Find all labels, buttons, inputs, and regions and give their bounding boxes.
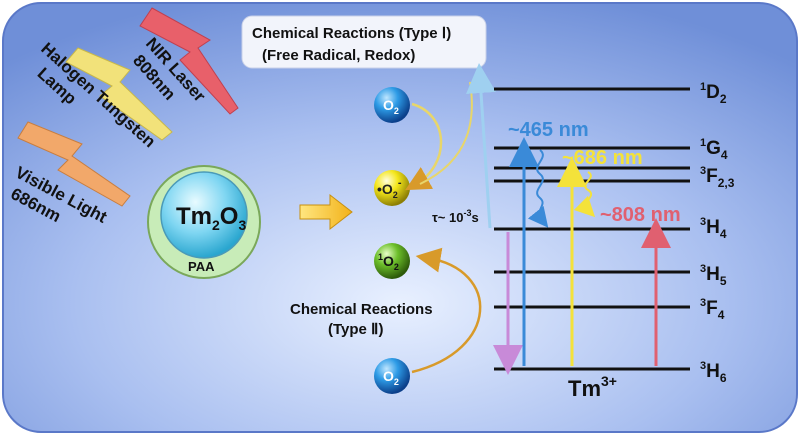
o2-to-superoxide-arrow bbox=[405, 102, 443, 191]
tm2o3-core bbox=[160, 171, 248, 259]
label-686nm: ~686 nm bbox=[562, 147, 643, 169]
superoxide-label: •O2- bbox=[377, 177, 402, 200]
relax-wavy-yellow bbox=[573, 171, 596, 218]
level-1d2-label: 1D2 bbox=[700, 81, 727, 106]
level-3h6-label: 3H6 bbox=[700, 360, 727, 385]
type1-line1: Chemical Reactions (Type Ⅰ) bbox=[252, 25, 451, 42]
process-arrow-icon bbox=[299, 193, 353, 231]
paa-label: PAA bbox=[188, 259, 215, 274]
type1-label-box bbox=[241, 15, 487, 69]
o2-bottom-label: O2 bbox=[383, 368, 399, 387]
lifetime-label: τ~ 10-3s bbox=[432, 208, 479, 225]
o2-to-singlet-arrow bbox=[411, 247, 482, 374]
relax-wavy-blue bbox=[527, 149, 549, 228]
tm3-ion-label: Tm3+ bbox=[568, 373, 617, 401]
singlet-oxygen-ball bbox=[374, 243, 410, 279]
level-3f23-label: 3F2,3 bbox=[700, 165, 735, 190]
level-3h4-label: 3H4 bbox=[700, 216, 727, 241]
type2-line1: Chemical Reactions bbox=[290, 301, 433, 318]
type1-transfer-arrow bbox=[466, 63, 496, 229]
type2-line2: (Type Ⅱ) bbox=[328, 321, 383, 338]
o2-top-ball bbox=[374, 87, 410, 123]
visible-light-bolt-icon bbox=[17, 121, 131, 207]
tm2o3-label: Tm2O3 bbox=[176, 203, 246, 233]
level-1g4-label: 1G4 bbox=[700, 137, 728, 162]
superoxide-ball bbox=[374, 170, 410, 206]
label-808nm: ~808 nm bbox=[600, 204, 681, 226]
halogen-lamp-bolt-icon bbox=[65, 47, 173, 141]
o2-bottom-ball bbox=[374, 358, 410, 394]
label-465nm: ~465 nm bbox=[508, 119, 589, 141]
type1-energy-curve bbox=[419, 81, 473, 185]
level-3h5-label: 3H5 bbox=[700, 263, 727, 288]
nir-laser-bolt-icon bbox=[139, 7, 239, 115]
singlet-oxygen-label: 1O2 bbox=[378, 252, 399, 272]
type1-line2: (Free Radical, Redox) bbox=[262, 47, 415, 64]
level-3f4-label: 3F4 bbox=[700, 297, 725, 322]
o2-top-label: O2 bbox=[383, 97, 399, 116]
